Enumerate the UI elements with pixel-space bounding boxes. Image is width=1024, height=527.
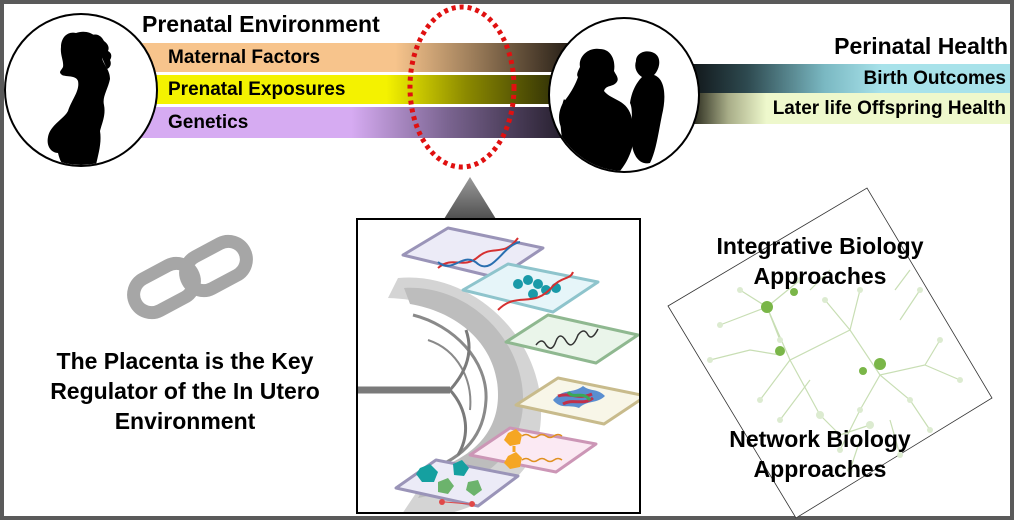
band-prenatal-exposures: Prenatal Exposures: [140, 75, 580, 104]
band-label: Genetics: [168, 112, 249, 133]
placenta-statement: The Placenta is the Key Regulator of the…: [20, 346, 350, 436]
placenta-omics-panel: [356, 218, 641, 514]
band-birth-outcomes: Birth Outcomes: [690, 64, 1010, 93]
network-biology-line: Network Biology: [729, 426, 911, 452]
prenatal-environment-title: Prenatal Environment: [142, 11, 380, 37]
highlight-ellipse: [407, 4, 517, 170]
integrative-biology-line: Approaches: [753, 263, 887, 289]
omics-layer-transcriptome: [504, 313, 639, 365]
mother-child-circle: [548, 17, 700, 173]
band-label: Prenatal Exposures: [168, 79, 346, 100]
integrative-biology-label: Integrative Biology Approaches: [690, 231, 950, 291]
omics-layer-metabolome: [394, 458, 520, 508]
zoom-pointer-triangle: [444, 177, 496, 219]
band-genetics: Genetics: [140, 107, 580, 138]
placenta-omics-illustration: [358, 226, 639, 512]
placenta-statement-line: Regulator of the In Utero: [50, 378, 320, 404]
pregnant-woman-circle: [4, 13, 158, 167]
network-biology-line: Approaches: [753, 456, 887, 482]
network-biology-label: Network Biology Approaches: [700, 424, 940, 484]
band-label: Later life Offspring Health: [772, 98, 1006, 119]
omics-layer-proteome: [514, 376, 639, 426]
integrative-biology-line: Integrative Biology: [716, 233, 924, 259]
placenta-statement-line: Environment: [114, 408, 256, 434]
chain-link-icon: [127, 234, 253, 320]
band-later-life-offspring-health: Later life Offspring Health: [690, 93, 1010, 124]
pregnant-woman-silhouette-icon: [47, 31, 112, 165]
band-label: Maternal Factors: [168, 47, 321, 68]
placenta-statement-line: The Placenta is the Key: [56, 348, 314, 374]
mother-child-silhouette-icon: [559, 48, 665, 171]
network-graph: [667, 187, 993, 519]
perinatal-health-title: Perinatal Health: [834, 33, 1008, 59]
band-label: Birth Outcomes: [863, 68, 1006, 89]
omics-layer-lipidome: [468, 426, 598, 474]
omics-layer-epigenome: [461, 262, 600, 314]
